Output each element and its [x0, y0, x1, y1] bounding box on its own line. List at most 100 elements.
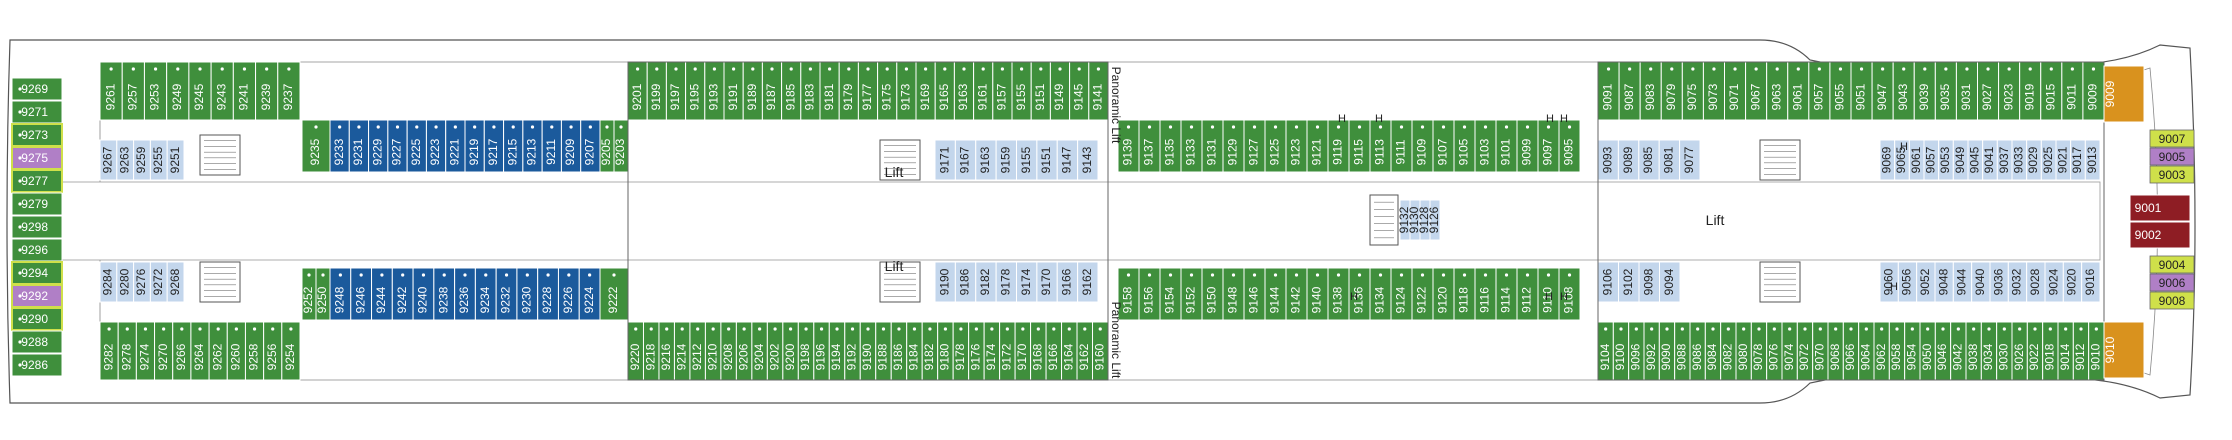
cabin-9004 — [2149, 255, 2195, 274]
cabin-marker — [1711, 327, 1715, 331]
h-marker: H — [1560, 291, 1568, 303]
cabin-marker — [1231, 125, 1236, 129]
cabin-number: 9025 — [2041, 146, 2055, 173]
cabin-number: 9192 — [845, 343, 859, 370]
cabin-number: 9045 — [1968, 146, 1982, 173]
cabin-number: 9160 — [1092, 343, 1106, 370]
cabin-marker — [1772, 327, 1776, 331]
cabin-number: 9183 — [803, 83, 817, 110]
stairs-fwd-top — [1759, 139, 1801, 181]
cabin-number: 9185 — [783, 83, 797, 110]
cabin-number: 9096 — [1629, 343, 1643, 370]
cabin-number: 9037 — [1997, 146, 2011, 173]
cabin-marker — [530, 125, 535, 129]
cabin-marker — [1634, 327, 1638, 331]
cabin-marker — [1357, 125, 1362, 129]
cabin-marker — [696, 327, 700, 331]
cabin-number: 9099 — [1520, 138, 1534, 165]
cabin-marker — [1273, 273, 1278, 277]
cabin-number: 9206 — [736, 343, 750, 370]
cabin-number: 9164 — [1061, 343, 1075, 370]
cabin-marker — [649, 327, 653, 331]
cabin-number: 9202 — [767, 343, 781, 370]
cabin-number: 9182 — [922, 343, 936, 370]
cabin-marker — [1357, 273, 1362, 277]
cabin-number: 9031 — [1959, 83, 1973, 110]
cabin-number: 9142 — [1289, 286, 1303, 313]
cabin-number: 9097 — [1541, 138, 1555, 165]
cabin-number: 9230 — [519, 286, 533, 313]
cabin-number: 9072 — [1797, 343, 1811, 370]
superstructure-mid — [627, 61, 1109, 381]
cabin-marker — [588, 125, 592, 129]
cabin-number: 9284 — [101, 268, 115, 295]
cabin-number: 9292 — [21, 289, 48, 303]
cabin-marker — [770, 67, 774, 71]
cabin-number: 9061 — [1909, 146, 1923, 173]
cabin-number: 9028 — [2028, 268, 2042, 295]
cabin-marker — [612, 273, 616, 277]
cabin-marker — [1838, 67, 1843, 71]
stairs-aft-bottom — [199, 261, 241, 303]
cabin-number: 9172 — [1000, 343, 1014, 370]
cabin-9010 — [2103, 321, 2145, 379]
cabin-marker — [1294, 273, 1299, 277]
cabin-number: 9143 — [1080, 146, 1094, 173]
cabin-marker — [897, 327, 901, 331]
cabin-number: 9042 — [1951, 343, 1965, 370]
cabin-marker — [1628, 67, 1632, 71]
cabin-marker — [401, 273, 405, 277]
cabin-number: 9210 — [705, 343, 719, 370]
cabin-marker — [634, 327, 638, 331]
cabin-marker — [1420, 273, 1425, 277]
cabin-marker — [835, 327, 839, 331]
cabin-number: 9033 — [2012, 146, 2026, 173]
cabin-marker — [492, 125, 496, 129]
stairs-mid-bottom — [879, 261, 921, 303]
cabin-number: 9060 — [1881, 268, 1895, 295]
cabin-number: 9273 — [21, 128, 48, 142]
cabin-number: 9146 — [1247, 286, 1261, 313]
cabin-marker — [758, 327, 762, 331]
cabin-marker — [1680, 327, 1684, 331]
cabin-number: 9157 — [995, 83, 1009, 110]
cabin-number: 9075 — [1685, 83, 1699, 110]
cabin-marker — [1252, 125, 1257, 129]
cabin-number: 9046 — [1935, 343, 1949, 370]
stair-frame — [1369, 194, 1399, 246]
cabin-number: 9270 — [156, 343, 170, 370]
cabin-number: 9201 — [630, 83, 644, 110]
lift-label-bottom: Lift — [885, 258, 904, 274]
cabin-marker — [18, 340, 22, 344]
cabin-number: 9007 — [2159, 132, 2186, 146]
cabin-marker — [1399, 125, 1404, 129]
cabin-marker — [1606, 67, 1611, 71]
cabin-marker — [109, 67, 113, 71]
cabin-number: 9010 — [2089, 343, 2103, 370]
cabin-number: 9244 — [374, 286, 388, 313]
cabin-9290 — [11, 307, 63, 331]
cabin-number: 9148 — [1226, 286, 1240, 313]
cabin-number: 9186 — [958, 268, 972, 295]
cabin-number: 9053 — [1938, 146, 1952, 173]
cabin-number: 9133 — [1184, 138, 1198, 165]
cabin-number: 9021 — [2056, 146, 2070, 173]
cabin-number: 9038 — [1966, 343, 1980, 370]
cabin-number: 9215 — [505, 138, 519, 165]
cabin-marker — [1726, 327, 1730, 331]
cabin-number: 9165 — [937, 83, 951, 110]
cabin-marker — [881, 327, 886, 331]
stair-frame — [199, 134, 241, 176]
cabin-number: 9068 — [1828, 343, 1842, 370]
cabin-marker — [885, 67, 889, 71]
cabin-marker — [131, 67, 135, 71]
cabin-marker — [1036, 327, 1040, 331]
cabin-number: 9296 — [21, 243, 48, 257]
cabin-marker — [376, 125, 380, 129]
cabin-number: 9155 — [1019, 146, 1033, 173]
cabin-marker — [1665, 327, 1669, 331]
cabin-marker — [751, 67, 755, 71]
